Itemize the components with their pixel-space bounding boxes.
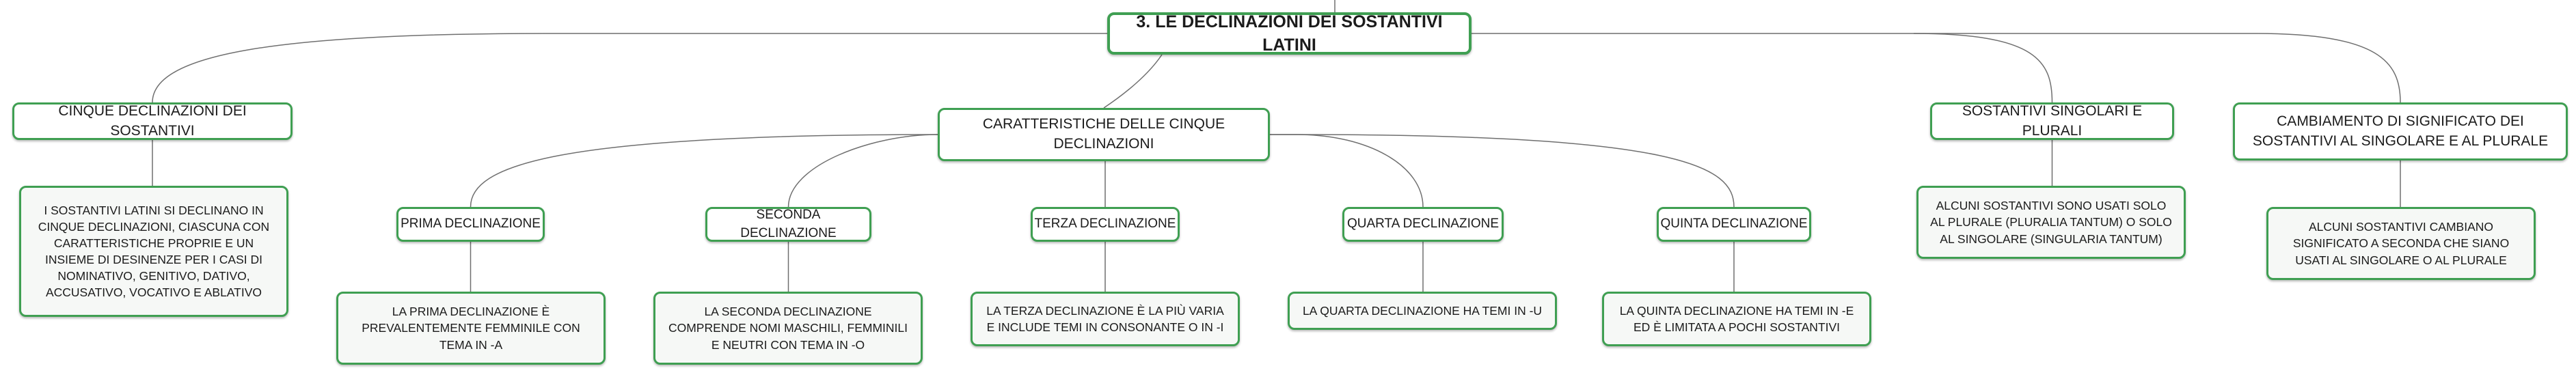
connector-b1-left-0	[470, 134, 938, 208]
connector-b1-left-1	[787, 134, 938, 208]
connector-root-b3	[1914, 33, 2401, 103]
note-seconda-declinazione[interactable]: LA SECONDA DECLINAZIONE COMPRENDE NOMI M…	[653, 292, 923, 365]
branch-caratteristiche[interactable]: CARATTERISTICHE DELLE CINQUE DECLINAZION…	[938, 108, 1270, 161]
note-cambiamento-significato[interactable]: ALCUNI SOSTANTIVI CAMBIANO SIGNIFICATO A…	[2266, 207, 2536, 280]
topic-prima-declinazione[interactable]: PRIMA DECLINAZIONE	[396, 207, 545, 242]
note-singolari-plurali[interactable]: ALCUNI SOSTANTIVI SONO USATI SOLO AL PLU…	[1916, 186, 2186, 259]
topic-quarta-declinazione[interactable]: QUARTA DECLINAZIONE	[1342, 207, 1504, 242]
connector-root-b1	[1103, 54, 1163, 109]
note-quarta-declinazione[interactable]: LA QUARTA DECLINAZIONE HA TEMI IN -U	[1288, 292, 1557, 330]
note-prima-declinazione[interactable]: LA PRIMA DECLINAZIONE È PREVALENTEMENTE …	[336, 292, 606, 365]
note-cinque-declinazioni[interactable]: I SOSTANTIVI LATINI SI DECLINANO IN CINQ…	[19, 186, 288, 317]
branch-singolari-plurali[interactable]: SOSTANTIVI SINGOLARI E PLURALI	[1930, 102, 2174, 140]
connector-root-b0	[152, 33, 1107, 103]
branch-cinque-declinazioni[interactable]: CINQUE DECLINAZIONI DEI SOSTANTIVI	[12, 102, 293, 140]
topic-seconda-declinazione[interactable]: SECONDA DECLINAZIONE	[705, 207, 871, 242]
note-quinta-declinazione[interactable]: LA QUINTA DECLINAZIONE HA TEMI IN -E ED …	[1602, 292, 1871, 346]
branch-cambiamento-significato[interactable]: CAMBIAMENTO DI SIGNIFICATO DEI SOSTANTIV…	[2233, 102, 2568, 160]
topic-terza-declinazione[interactable]: TERZA DECLINAZIONE	[1031, 207, 1180, 242]
connector-b1-right-0	[1270, 134, 1424, 208]
root-topic[interactable]: 3. LE DECLINAZIONI DEI SOSTANTIVI LATINI	[1107, 12, 1472, 55]
connector-b1-right-1	[1270, 134, 1735, 208]
connector-root-b2	[1472, 33, 2053, 103]
topic-quinta-declinazione[interactable]: QUINTA DECLINAZIONE	[1657, 207, 1811, 242]
note-terza-declinazione[interactable]: LA TERZA DECLINAZIONE È LA PIÙ VARIA E I…	[971, 292, 1240, 346]
